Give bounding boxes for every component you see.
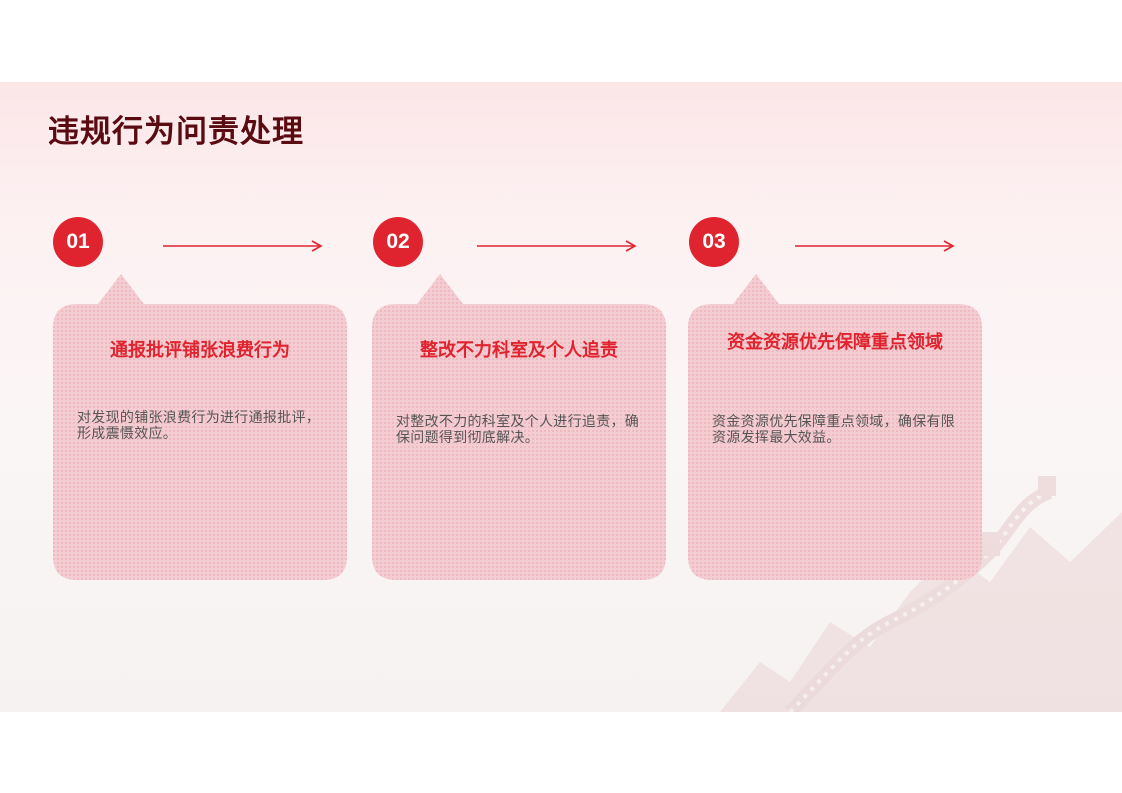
step-body-2: 对整改不力的科室及个人进行追责，确保问题得到彻底解决。 [396,414,640,446]
step-card-3: 资金资源优先保障重点领域 资金资源优先保障重点领域，确保有限资源发挥最大效益。 [688,274,982,580]
step-card-1: 通报批评铺张浪费行为 对发现的铺张浪费行为进行通报批评，形成震慑效应。 [53,274,347,580]
step-number-badge-2: 02 [373,217,423,267]
step-heading-2: 整改不力科室及个人追责 [420,340,618,361]
page-title: 违规行为问责处理 [48,114,304,150]
right-arrow-icon [163,240,323,252]
right-arrow-icon [795,240,955,252]
step-body-3: 资金资源优先保障重点领域，确保有限资源发挥最大效益。 [712,414,956,446]
step-heading-1: 通报批评铺张浪费行为 [110,340,290,361]
step-number-badge-3: 03 [689,217,739,267]
card-background [53,274,347,580]
step-number-badge-1: 01 [53,217,103,267]
step-heading-3: 资金资源优先保障重点领域 [727,332,943,353]
card-background [688,274,982,580]
right-arrow-icon [477,240,637,252]
great-wall-illustration [720,476,1122,712]
step-body-1: 对发现的铺张浪费行为进行通报批评，形成震慑效应。 [77,410,321,442]
slide: 违规行为问责处理 01 通报批评铺张浪费行为 对发现的铺张浪费行为进行通报批评，… [0,82,1122,712]
card-background [372,274,666,580]
step-card-2: 整改不力科室及个人追责 对整改不力的科室及个人进行追责，确保问题得到彻底解决。 [372,274,666,580]
